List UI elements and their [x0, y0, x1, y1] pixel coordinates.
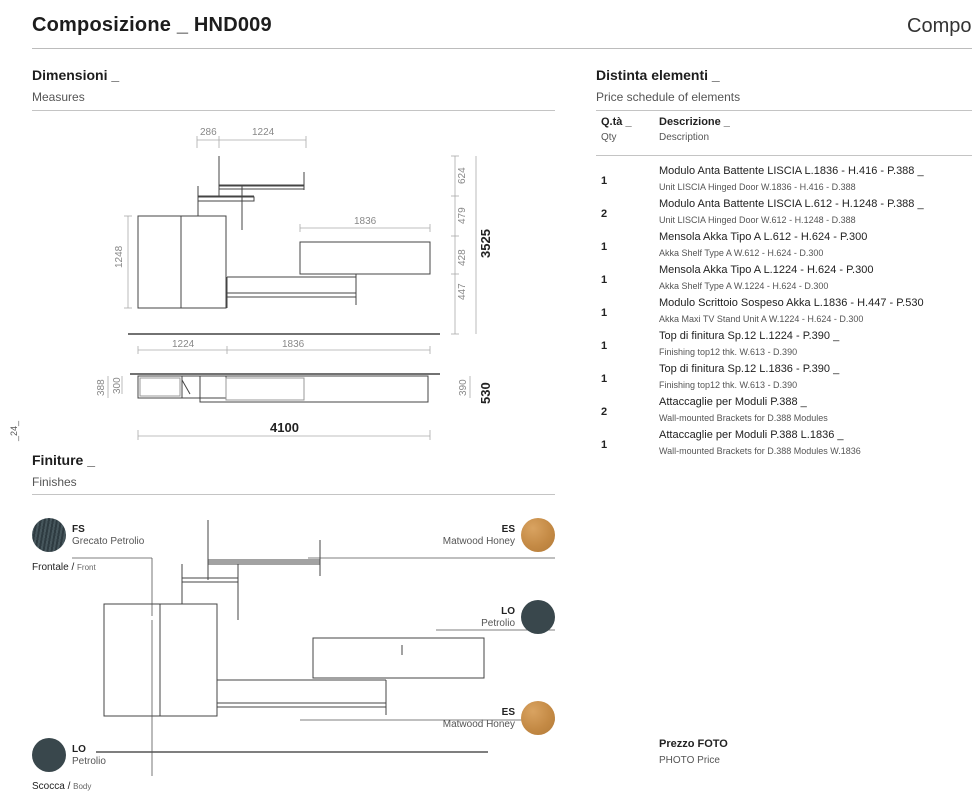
row-desc-en: Akka Maxi TV Stand Unit A W.1224 - H.624…	[659, 314, 864, 324]
dim-total-width: 4100	[270, 420, 299, 435]
row-qty: 1	[601, 307, 608, 319]
measures-title: Dimensioni _	[32, 67, 120, 83]
dim-300: 300	[112, 377, 123, 394]
row-desc: Top di finitura Sp.12 L.1224 - P.390 _	[659, 330, 840, 342]
measures-divider	[32, 110, 555, 111]
swatch-matwood-honey	[521, 518, 555, 552]
table-header-divider	[596, 155, 972, 156]
header-divider	[32, 48, 972, 49]
page-title: Composizione _ HND009	[32, 14, 272, 36]
finish-name: Petrolio	[72, 756, 106, 767]
row-desc-en: Unit LISCIA Hinged Door W.612 - H.1248 -…	[659, 215, 856, 225]
row-desc: Top di finitura Sp.12 L.1836 - P.390 _	[659, 363, 840, 375]
row-qty: 1	[601, 241, 608, 253]
table-row: 2 Attaccaglie per Moduli P.388 _ Wall-mo…	[596, 396, 972, 429]
row-desc-en: Akka Shelf Type A W.1224 - H.624 - D.300	[659, 281, 829, 291]
elements-title: Distinta elementi _	[596, 67, 720, 83]
row-qty: 1	[601, 439, 608, 451]
elements-table: 1 Modulo Anta Battente LISCIA L.1836 - H…	[596, 165, 972, 462]
finishes-drawing	[72, 520, 555, 776]
col-qty-header-en: Qty	[601, 132, 617, 143]
row-qty: 1	[601, 340, 608, 352]
row-desc: Mensola Akka Tipo A L.612 - H.624 - P.30…	[659, 231, 868, 243]
measures-subtitle: Measures	[32, 90, 85, 104]
row-desc: Attaccaglie per Moduli P.388 _	[659, 396, 807, 408]
row-desc: Modulo Anta Battente LISCIA L.612 - H.12…	[659, 198, 924, 210]
finish-name: Petrolio	[481, 618, 515, 629]
finish-name: Grecato Petrolio	[72, 536, 145, 547]
swatch-petrolio	[32, 738, 66, 772]
row-desc-en: Akka Shelf Type A W.612 - H.624 - D.300	[659, 248, 824, 258]
price-label-en: PHOTO Price	[659, 755, 720, 766]
finish-code: ES	[501, 524, 515, 535]
row-qty: 1	[601, 175, 608, 187]
table-row: 1 Mensola Akka Tipo A L.612 - H.624 - P.…	[596, 231, 972, 264]
row-desc: Mensola Akka Tipo A L.1224 - H.624 - P.3…	[659, 264, 874, 276]
table-row: 1 Mensola Akka Tipo A L.1224 - H.624 - P…	[596, 264, 972, 297]
finish-code: LO	[72, 744, 86, 755]
row-desc: Modulo Scrittoio Sospeso Akka L.1836 - H…	[659, 297, 924, 309]
col-desc-header: Descrizione _	[659, 116, 730, 128]
dim-447: 447	[457, 283, 468, 300]
finishes-subtitle: Finishes	[32, 475, 77, 489]
col-qty-header: Q.tà _	[601, 116, 632, 128]
row-qty: 1	[601, 373, 608, 385]
dim-total-height: 3525	[478, 229, 493, 258]
dim-388: 388	[96, 379, 107, 396]
table-row: 1 Modulo Scrittoio Sospeso Akka L.1836 -…	[596, 297, 972, 330]
measures-drawing: 286 1224 1836 1248 624 479 428 447 1224 …	[96, 127, 493, 440]
row-desc-en: Wall-mounted Brackets for D.388 Modules …	[659, 446, 861, 456]
dim-1224-top: 1224	[252, 127, 275, 138]
table-row: 1 Top di finitura Sp.12 L.1224 - P.390 _…	[596, 330, 972, 363]
row-qty: 2	[601, 406, 608, 418]
price-label: Prezzo FOTO	[659, 738, 728, 750]
dim-479: 479	[457, 207, 468, 224]
swatch-grecato-petrolio	[32, 518, 66, 552]
dim-530: 530	[478, 382, 493, 404]
finish-code: FS	[72, 524, 85, 535]
dim-1248: 1248	[114, 245, 125, 268]
swatch-petrolio	[521, 600, 555, 634]
table-row: 1 Modulo Anta Battente LISCIA L.1836 - H…	[596, 165, 972, 198]
finishes-title: Finiture _	[32, 452, 96, 468]
row-desc-en: Wall-mounted Brackets for D.388 Modules	[659, 413, 828, 423]
dim-390: 390	[458, 379, 469, 396]
row-desc: Modulo Anta Battente LISCIA L.1836 - H.4…	[659, 165, 924, 177]
finish-name: Matwood Honey	[442, 719, 515, 730]
finish-code: ES	[501, 707, 515, 718]
row-qty: 2	[601, 208, 608, 220]
row-desc-en: Unit LISCIA Hinged Door W.1836 - H.416 -…	[659, 182, 856, 192]
finish-code: LO	[501, 606, 515, 617]
row-desc-en: Finishing top12 thk. W.613 - D.390	[659, 380, 798, 390]
table-row: 1 Attaccaglie per Moduli P.388 L.1836 _ …	[596, 429, 972, 462]
dim-624: 624	[457, 167, 468, 184]
elements-divider	[596, 110, 972, 111]
dim-428: 428	[457, 249, 468, 266]
col-desc-header-en: Description	[659, 132, 710, 143]
row-qty: 1	[601, 274, 608, 286]
dim-1836-bottom: 1836	[282, 339, 305, 350]
row-desc: Attaccaglie per Moduli P.388 L.1836 _	[659, 429, 844, 441]
front-label: Frontale / Front	[32, 562, 96, 573]
row-desc-en: Finishing top12 thk. W.613 - D.390	[659, 347, 798, 357]
dim-1836-shelf: 1836	[354, 216, 377, 227]
swatch-matwood-honey	[521, 701, 555, 735]
dim-286: 286	[200, 127, 217, 138]
body-label: Scocca / Body	[32, 781, 92, 792]
finish-name: Matwood Honey	[442, 536, 515, 547]
elements-subtitle: Price schedule of elements	[596, 90, 741, 104]
dim-1224-bottom: 1224	[172, 339, 195, 350]
table-row: 1 Top di finitura Sp.12 L.1836 - P.390 _…	[596, 363, 972, 396]
table-row: 2 Modulo Anta Battente LISCIA L.612 - H.…	[596, 198, 972, 231]
page-title-continued: Compo	[907, 15, 972, 37]
finishes-divider	[32, 494, 555, 495]
